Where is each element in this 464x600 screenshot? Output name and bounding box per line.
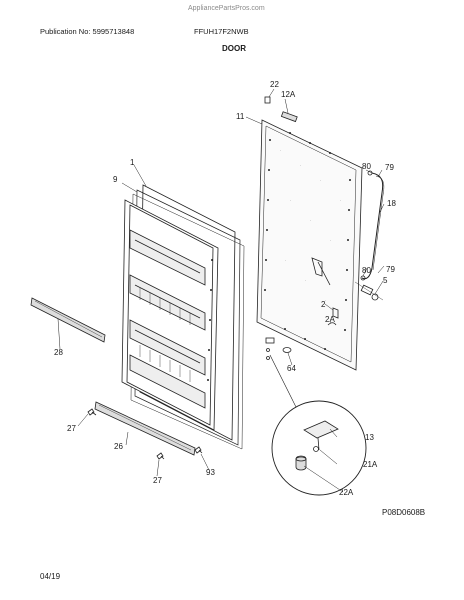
callout-22a: 22A bbox=[339, 488, 354, 497]
footer-date: 04/19 bbox=[40, 572, 61, 581]
callout-93: 93 bbox=[206, 468, 215, 477]
callout-1: 1 bbox=[130, 158, 135, 167]
inner-door-liner bbox=[121, 184, 245, 450]
callout-26: 26 bbox=[114, 442, 123, 451]
outer-door-panel bbox=[256, 119, 363, 371]
callout-11: 11 bbox=[236, 112, 245, 121]
model-number: FFUH17F2NWB bbox=[194, 27, 249, 36]
publication-number: Publication No: 5995713848 bbox=[40, 27, 135, 36]
lock-assembly bbox=[354, 281, 384, 301]
callout-22: 22 bbox=[270, 80, 279, 89]
callout-12a: 12A bbox=[281, 90, 296, 99]
callout-80-top: 80 bbox=[362, 162, 371, 171]
callout-2a: 2A bbox=[325, 315, 335, 324]
detail-circle bbox=[271, 400, 367, 496]
callout-28: 28 bbox=[54, 348, 63, 357]
hinge-clip bbox=[327, 322, 337, 326]
callout-5: 5 bbox=[383, 276, 388, 285]
callout-27-bottom: 27 bbox=[153, 476, 162, 485]
section-title: DOOR bbox=[222, 44, 246, 53]
callout-79-top: 79 bbox=[385, 163, 394, 172]
callout-79-bottom: 79 bbox=[386, 265, 395, 274]
drawing-code: P08D0608B bbox=[382, 508, 426, 517]
callout-2: 2 bbox=[321, 300, 326, 309]
callout-9: 9 bbox=[113, 175, 118, 184]
callout-80-bottom: 80 bbox=[362, 266, 371, 275]
callout-18: 18 bbox=[387, 199, 396, 208]
door-handle bbox=[360, 170, 385, 281]
screws bbox=[87, 408, 203, 460]
callout-21a: 21A bbox=[363, 460, 378, 469]
hinge-part bbox=[332, 307, 339, 319]
callout-13: 13 bbox=[365, 433, 374, 442]
callout-64: 64 bbox=[287, 364, 296, 373]
hinge-detail bbox=[295, 420, 339, 471]
callout-27-left: 27 bbox=[67, 424, 76, 433]
watermark: AppliancePartsPros.com bbox=[188, 5, 265, 12]
